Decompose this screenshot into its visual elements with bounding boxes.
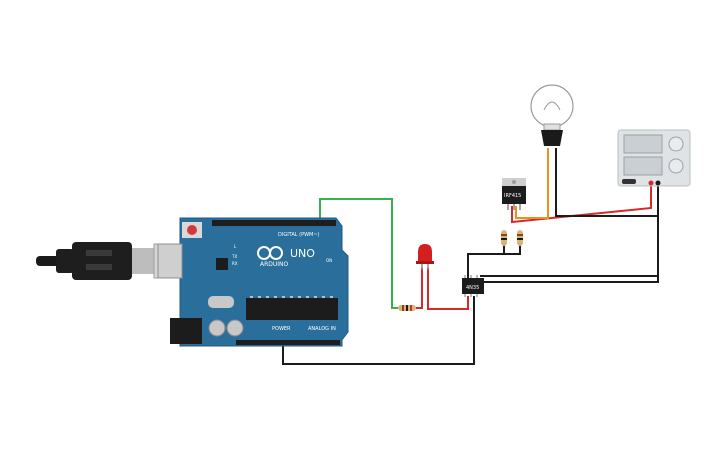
rx-label: RX <box>232 261 238 266</box>
wire-black-gate[interactable] <box>503 240 521 255</box>
analog-label: ANALOG IN <box>308 326 336 332</box>
wire-red-led-anode[interactable] <box>416 268 423 309</box>
supply-minus-terminal[interactable] <box>655 180 661 186</box>
light-bulb-icon[interactable] <box>530 84 574 146</box>
power-label: POWER <box>272 326 291 332</box>
tx-label: TX <box>231 254 237 259</box>
arduino-uno-board[interactable]: ARDUINO UNO DIGITAL (PWM~) POWER ANALOG … <box>157 217 349 347</box>
power-supply-icon[interactable] <box>617 129 691 187</box>
power-jack <box>170 318 202 344</box>
supply-switch[interactable] <box>622 179 636 184</box>
wire-black-gnd[interactable] <box>282 296 475 365</box>
resistor-icon[interactable] <box>398 305 416 311</box>
wire-green-signal[interactable] <box>319 198 398 309</box>
supply-plus-terminal[interactable] <box>648 180 654 186</box>
mosfet-label: IRF415 <box>504 193 521 199</box>
mosfet-transistor[interactable]: IRF415 <box>502 178 526 210</box>
wire-orange-bulb-to-mosfet[interactable] <box>515 148 549 219</box>
led-icon[interactable] <box>416 244 434 270</box>
digital-header[interactable] <box>212 220 336 226</box>
usb-port <box>157 243 183 279</box>
supply-display-current <box>623 156 663 176</box>
brand-text: ARDUINO <box>260 261 289 268</box>
arduino-logo-icon <box>257 246 283 260</box>
usb-cable-icon[interactable] <box>36 242 181 280</box>
on-label: ON <box>326 258 332 263</box>
crystal <box>208 296 234 308</box>
gate-resistor-1[interactable] <box>501 230 507 246</box>
wire-black-bulb-to-supply[interactable] <box>555 148 658 217</box>
l-label: L <box>234 244 237 249</box>
wire-black-opto-to-resistor[interactable] <box>467 253 504 278</box>
voltage-knob[interactable] <box>668 136 684 152</box>
digital-label: DIGITAL (PWM~) <box>278 232 320 238</box>
supply-display-voltage <box>623 134 663 154</box>
model-text: UNO <box>290 247 315 260</box>
wire-red-led-to-opto[interactable] <box>427 268 469 310</box>
current-knob[interactable] <box>668 158 684 174</box>
optocoupler-label: 4N35 <box>466 285 479 291</box>
reset-button[interactable] <box>187 225 197 235</box>
power-analog-header[interactable] <box>236 340 340 345</box>
gate-resistor-2[interactable] <box>517 230 523 246</box>
wires <box>282 148 659 365</box>
optocoupler-chip[interactable]: 4N35 <box>462 275 484 297</box>
atmega-chip <box>246 298 338 320</box>
